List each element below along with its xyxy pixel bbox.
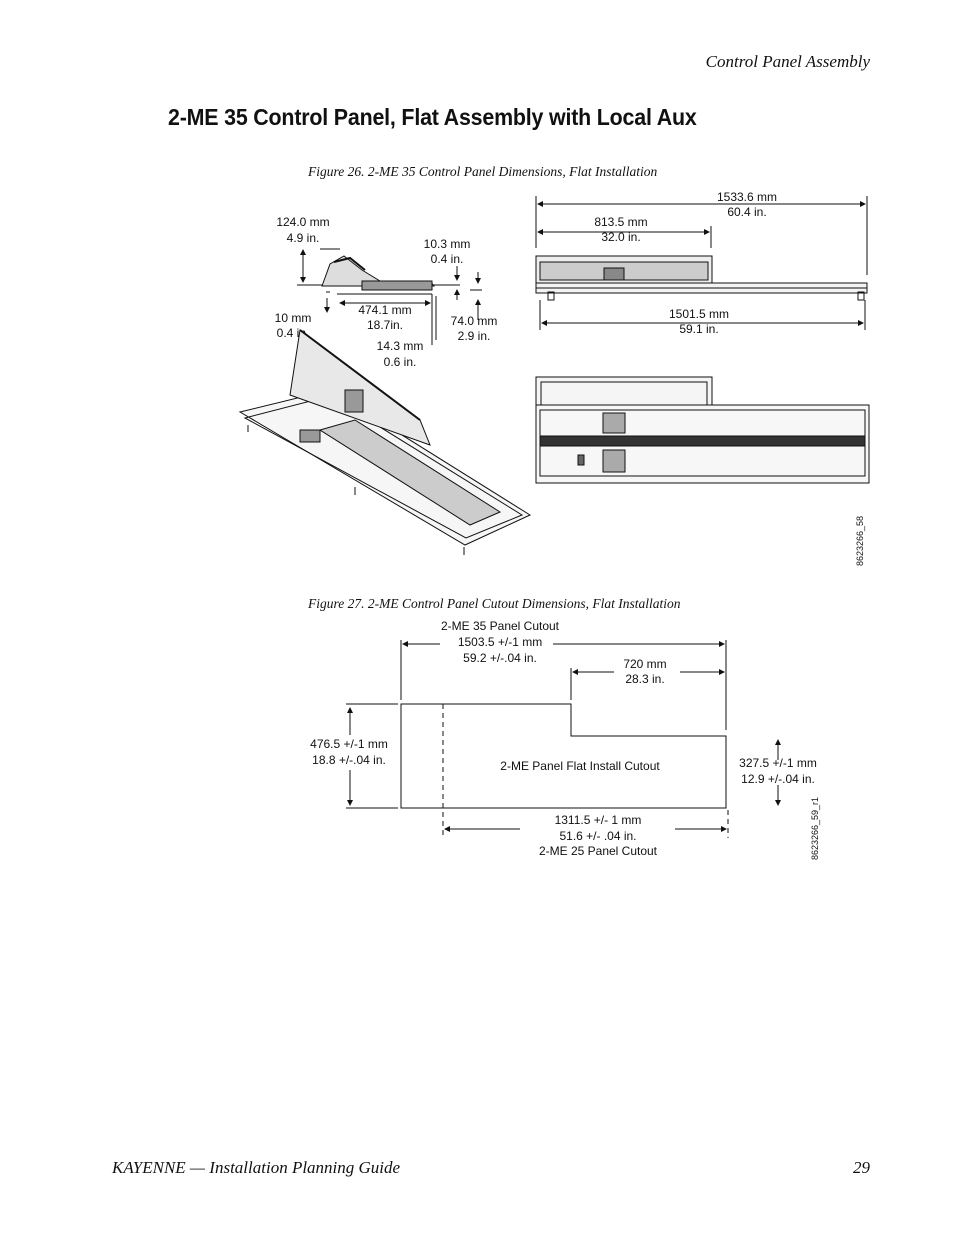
- cutout25-mm: 1311.5 +/- 1 mm: [555, 813, 642, 827]
- fig27-drawing-id: 8623266_59_r1: [810, 797, 820, 860]
- footer-doc-title: KAYENNE — Installation Planning Guide: [112, 1158, 401, 1177]
- left-height-mm: 476.5 +/-1 mm: [310, 737, 388, 751]
- step-mm: 720 mm: [623, 657, 666, 671]
- side-view: [297, 248, 482, 345]
- dim-height-in: 4.9 in.: [287, 231, 320, 245]
- cutout-outline: [400, 703, 727, 809]
- right-height-in: 12.9 +/-.04 in.: [741, 772, 815, 786]
- cutout25-in: 51.6 +/- .04 in.: [559, 829, 636, 843]
- dim-total-mm: 1533.6 mm: [717, 190, 777, 204]
- figure-27-caption: Figure 27. 2-ME Control Panel Cutout Dim…: [308, 596, 681, 611]
- dim-base-in: 59.1 in.: [679, 322, 718, 336]
- cutout35-label: 2-ME 35 Panel Cutout: [441, 619, 560, 633]
- dim-rear-in: 2.9 in.: [458, 329, 491, 343]
- dim-aux-mm: 813.5 mm: [594, 215, 647, 229]
- dim-depth-in: 18.7in.: [367, 318, 403, 332]
- cutout35-mm: 1503.5 +/-1 mm: [458, 635, 542, 649]
- page-number: 29: [853, 1158, 870, 1177]
- dim-aux-in: 32.0 in.: [601, 230, 640, 244]
- right-height-mm: 327.5 +/-1 mm: [739, 756, 817, 770]
- left-height-in: 18.8 +/-.04 in.: [312, 753, 386, 767]
- top-view: [535, 376, 870, 484]
- fig26-drawing-id: 8623266_58: [855, 516, 865, 566]
- dim-total-in: 60.4 in.: [727, 205, 766, 219]
- cutout35-in: 59.2 +/-.04 in.: [463, 651, 537, 665]
- front-view: [535, 196, 868, 330]
- dim-rear-mm: 74.0 mm: [451, 314, 498, 328]
- section-title: 2-ME 35 Control Panel, Flat Assembly wit…: [168, 104, 697, 130]
- figure-27-drawing: 2-ME 35 Panel Cutout 1503.5 +/-1 mm 59.2…: [310, 619, 820, 860]
- dim-gap-in: 0.4 in.: [431, 252, 464, 266]
- dim-depth-mm: 474.1 mm: [358, 303, 411, 317]
- dim-height-mm: 124.0 mm: [276, 215, 329, 229]
- isometric-view: [238, 329, 532, 555]
- figure-26-drawing: 124.0 mm 4.9 in. 10.3 mm 0.4 in. 10 mm 0…: [238, 190, 870, 566]
- dim-foot-mm: 10 mm: [275, 311, 312, 325]
- dim-lip-in: 0.6 in.: [384, 355, 417, 369]
- dim-lip-mm: 14.3 mm: [377, 339, 424, 353]
- dim-base-mm: 1501.5 mm: [669, 307, 729, 321]
- running-header: Control Panel Assembly: [705, 52, 870, 71]
- dim-gap-mm: 10.3 mm: [424, 237, 471, 251]
- figure-26-caption: Figure 26. 2-ME 35 Control Panel Dimensi…: [308, 164, 658, 179]
- cutout25-label: 2-ME 25 Panel Cutout: [539, 844, 658, 858]
- step-in: 28.3 in.: [625, 672, 664, 686]
- inner-cutout-label: 2-ME Panel Flat Install Cutout: [500, 759, 660, 773]
